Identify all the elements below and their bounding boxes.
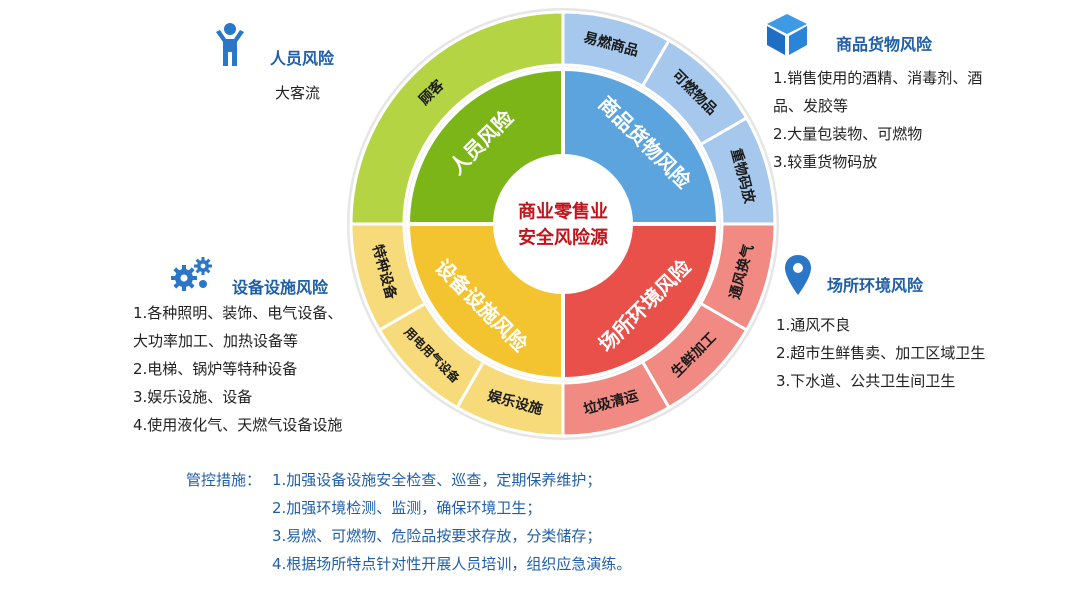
center-circle	[495, 156, 631, 292]
place-risk-title: 场所环境风险	[827, 276, 924, 295]
goods-risk-title: 商品货物风险	[836, 35, 933, 54]
gears-icon	[171, 257, 212, 291]
people-risk-item: 大客流	[275, 84, 321, 102]
control-measure-item: 1.加强设备设施安全检查、巡查，定期保养维护；	[272, 471, 602, 489]
equip-risk-item: 1.各种照明、装饰、电气设备、	[133, 304, 343, 322]
box-icon	[767, 14, 807, 55]
control-measures-label: 管控措施：	[186, 471, 262, 489]
outer-segment-equip	[349, 222, 428, 333]
location-pin-icon	[785, 255, 811, 295]
goods-risk-item: 3.较重货物码放	[773, 153, 878, 171]
place-risk-item: 3.下水道、公共卫生间卫生	[776, 372, 956, 390]
place-risk-items: 1.通风不良 2.超市生鲜售卖、加工区域卫生 3.下水道、公共卫生间卫生	[776, 311, 985, 395]
control-measure-item: 4.根据场所特点针对性开展人员培训，组织应急演练。	[272, 555, 632, 573]
goods-risk-item: 2.大量包装物、可燃物	[773, 125, 923, 143]
people-risk-items: 大客流	[275, 79, 320, 107]
person-icon	[216, 23, 244, 66]
center-title-line2: 安全风险源	[518, 227, 608, 249]
equip-risk-item: 4.使用液化气、天燃气设备设施	[133, 416, 343, 434]
goods-risk-item: 品、发胶等	[773, 97, 849, 115]
goods-risk-items: 1.销售使用的酒精、消毒剂、酒 品、发胶等 2.大量包装物、可燃物 3.较重货物…	[773, 64, 982, 176]
place-risk-item: 2.超市生鲜售卖、加工区域卫生	[776, 344, 986, 362]
equip-risk-item: 2.电梯、锅炉等特种设备	[133, 360, 298, 378]
control-measure-item: 3.易燃、可燃物、危险品按要求存放，分类储存；	[272, 527, 602, 545]
control-measure-item: 2.加强环境检测、监测，确保环境卫生；	[272, 499, 542, 517]
equip-risk-item: 大功率加工、加热设备等	[133, 332, 299, 350]
equip-risk-title: 设备设施风险	[232, 278, 329, 297]
center-title-line1: 商业零售业	[518, 201, 608, 223]
place-risk-item: 1.通风不良	[776, 316, 851, 334]
people-risk-title: 人员风险	[270, 49, 335, 68]
equip-risk-items: 1.各种照明、装饰、电气设备、 大功率加工、加热设备等 2.电梯、锅炉等特种设备…	[133, 299, 342, 439]
goods-risk-item: 1.销售使用的酒精、消毒剂、酒	[773, 69, 983, 87]
equip-risk-item: 3.娱乐设施、设备	[133, 388, 253, 406]
